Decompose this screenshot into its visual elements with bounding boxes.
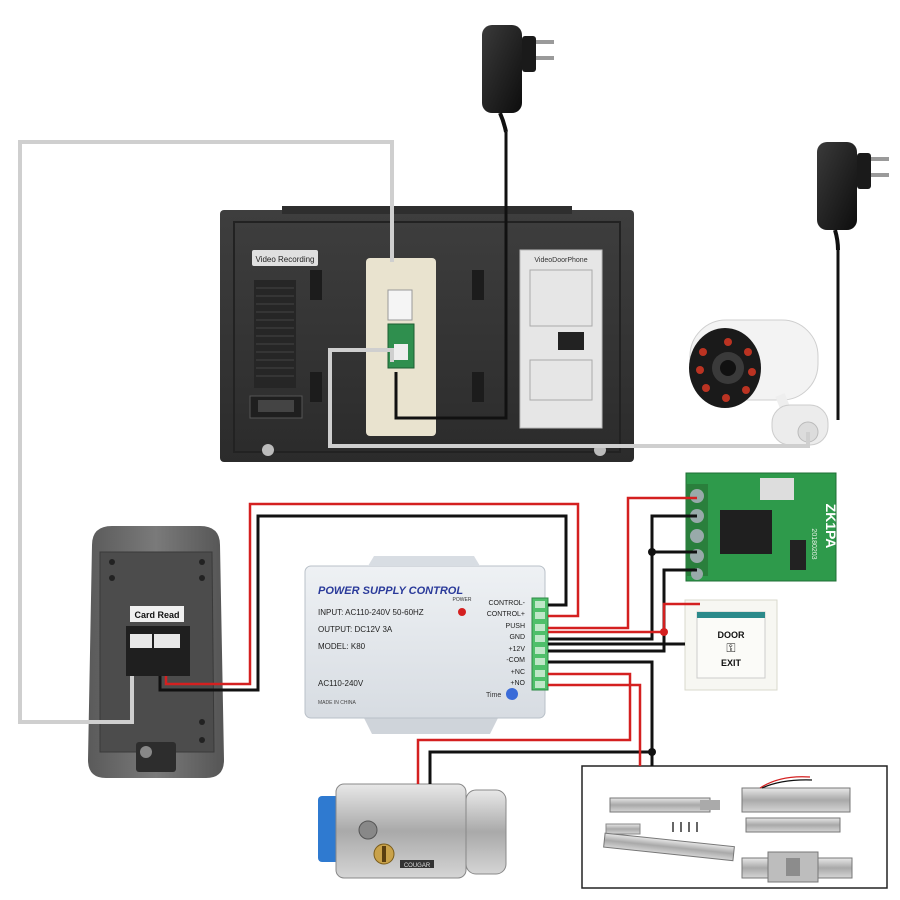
relay-board: ZK1PA 20180203 [685,472,839,582]
indoor-monitor: Video Recording VideoDoorPhone [220,206,634,462]
lock-brand: COUGAR [404,863,431,869]
key-icon: ⚿ [726,641,735,655]
outdoor-door-station: Card Read [88,526,224,778]
terminal-push: PUSH [506,623,525,630]
junction-dot [660,628,668,636]
magnetic-lock [741,776,851,833]
psu-made-in: MADE IN CHINA [318,700,356,706]
power-adapter-camera [817,142,889,251]
relay-board-sublabel: 20180203 [810,528,817,559]
wire-grey-camera-monitor [328,348,810,448]
junction-dot [648,748,656,756]
vent-grille [254,280,296,388]
relay-board-label: ZK1PA [823,504,839,549]
strike-lock [741,851,853,883]
wire-black-adapter-monitor [394,132,508,420]
terminal-gnd: GND [509,634,525,641]
junction-dot [648,548,656,556]
terminal-nc: +NC [511,669,525,676]
exit-button-line1: DOOR [718,630,746,640]
psu-model: MODEL: K80 [318,642,366,651]
terminal-12v: +12V [508,646,525,653]
wire-red-push-relay [548,496,697,630]
red-wires [164,496,700,784]
psu-title: POWER SUPPLY CONTROL [318,585,463,597]
terminal-com: -COM [506,657,525,664]
grey-wires [18,140,810,724]
terminal-control-plus: CONTROL+ [487,611,525,618]
black-wires [158,132,840,784]
wire-grey-station-monitor [18,140,394,724]
electric-lock: COUGAR [318,783,507,879]
psu-time-label: Time [486,692,501,699]
alternative-locks-panel [581,765,888,889]
wire-red-push-exit [548,602,700,634]
video-recording-sticker [252,250,318,266]
exit-button-line2: EXIT [721,658,742,668]
screw-icon [262,444,274,456]
monitor-brand-label: VideoDoorPhone [534,257,587,264]
psu-output: OUTPUT: DC12V 3A [318,625,393,634]
terminal-control-minus: CONTROL- [488,600,525,607]
video-recording-label: Video Recording [255,255,314,264]
card-read-sticker [130,606,184,622]
card-read-label: Card Read [134,610,179,620]
power-led [458,608,466,616]
wire-black-gnd-relay [548,514,697,641]
psu-ac-label: AC110-240V [318,679,364,688]
cctv-camera [689,319,829,446]
door-exit-button: DOOR ⚿ EXIT [684,599,778,691]
wire-red-station-control [164,502,580,686]
time-knob [506,688,518,700]
wire-red-no-panel [548,683,642,766]
power-supply-control: POWER SUPPLY CONTROL INPUT: AC110-240V 5… [304,556,549,734]
wire-red-nc-lock [416,672,632,784]
terminal-no: +NO [510,680,525,687]
bolt-lock [603,797,735,862]
power-adapter-monitor [482,25,554,133]
psu-input: INPUT: AC110-240V 50-60HZ [318,608,424,617]
psu-power-led-label: POWER [453,597,472,603]
wire-black-station-control [158,514,568,692]
